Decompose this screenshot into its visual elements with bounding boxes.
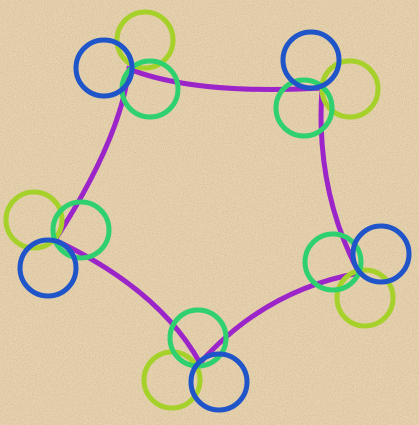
ring-cluster-bottom[interactable] [141, 307, 250, 413]
blue-circle-ring-icon[interactable] [350, 223, 412, 285]
green-circle-ring-icon[interactable] [50, 199, 112, 261]
green-circle-ring-icon[interactable] [302, 231, 364, 293]
ring-cluster-right[interactable] [302, 223, 412, 329]
ring-cluster-group [3, 9, 412, 413]
blue-circle-ring-icon[interactable] [73, 37, 135, 99]
lime-circle-ring-icon[interactable] [3, 189, 65, 251]
blue-circle-ring-icon[interactable] [17, 237, 79, 299]
green-circle-ring-icon[interactable] [273, 77, 335, 139]
ring-cluster-top-left[interactable] [73, 9, 181, 120]
blue-circle-ring-icon[interactable] [280, 29, 342, 91]
ring-cluster-top-right[interactable] [273, 29, 381, 139]
lime-circle-ring-icon[interactable] [114, 9, 176, 71]
blue-circle-ring-icon[interactable] [188, 351, 250, 413]
ring-cluster-left[interactable] [3, 189, 112, 299]
lime-circle-ring-icon[interactable] [334, 267, 396, 329]
